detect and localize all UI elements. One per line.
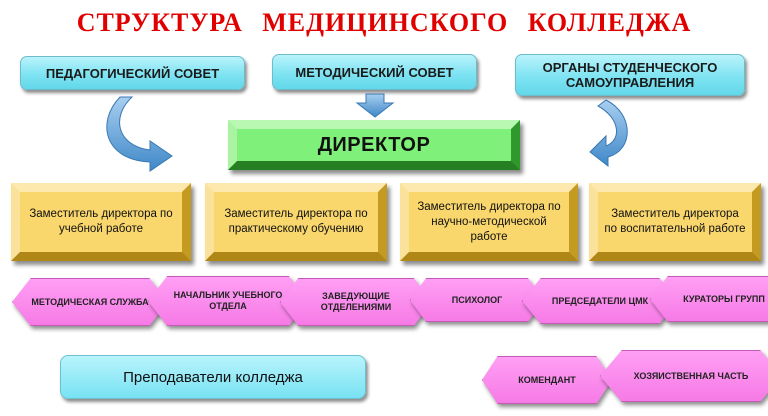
group-curators-box: КУРАТОРЫ ГРУПП (650, 276, 768, 322)
methodical-council-box: МЕТОДИЧЕСКИЙ СОВЕТ (272, 54, 477, 90)
down-arrow-icon (355, 93, 395, 118)
commandant-box: КОМЕНДАНТ (482, 356, 612, 404)
methodical-service-wrap: МЕТОДИЧЕСКАЯ СЛУЖБА (12, 278, 168, 326)
student-self-government-box: ОРГАНЫ СТУДЕНЧЕСКОГО САМОУПРАВЛЕНИЯ (515, 54, 745, 96)
curved-arrow-left-icon (106, 96, 173, 172)
maintenance-box: ХОЗЯИСТВЕННАЯ ЧАСТЬ (600, 350, 768, 402)
chart-title: СТРУКТУРА МЕДИЦИНСКОГО КОЛЛЕДЖА (76, 8, 692, 37)
deputy-practical-box: Заместитель директора по практическому о… (205, 183, 387, 261)
curved-arrow-right-icon (589, 99, 628, 168)
teachers-box: Преподаватели колледжа (60, 355, 366, 399)
deputy-educational-box: Заместитель директора по воспитательной … (589, 183, 761, 261)
academic-dept-head-wrap: НАЧАЛЬНИК УЧЕБНОГО ОТДЕЛА (148, 276, 308, 326)
methodical-service-box: МЕТОДИЧЕСКАЯ СЛУЖБА (12, 278, 168, 326)
group-curators-wrap: КУРАТОРЫ ГРУПП (650, 276, 768, 322)
director-box: ДИРЕКТОР (228, 120, 520, 170)
psychologist-box: ПСИХОЛОГ (410, 278, 544, 322)
pedagogical-council-box: ПЕДАГОГИЧЕСКИЙ СОВЕТ (20, 56, 245, 90)
maintenance-wrap: ХОЗЯИСТВЕННАЯ ЧАСТЬ (600, 350, 768, 402)
psychologist-wrap: ПСИХОЛОГ (410, 278, 544, 322)
deputy-scientific-box: Заместитель директора по научно-методиче… (400, 183, 578, 261)
dept-heads-box: ЗАВЕДУЮЩИЕ ОТДЕЛЕНИЯМИ (280, 278, 432, 326)
commandant-wrap: КОМЕНДАНТ (482, 356, 612, 404)
cmk-chairs-wrap: ПРЕДСЕДАТЕЛИ ЦМК (522, 278, 678, 324)
dept-heads-wrap: ЗАВЕДУЮЩИЕ ОТДЕЛЕНИЯМИ (280, 278, 432, 326)
deputy-academic-box: Заместитель директора по учебной работе (11, 183, 191, 261)
